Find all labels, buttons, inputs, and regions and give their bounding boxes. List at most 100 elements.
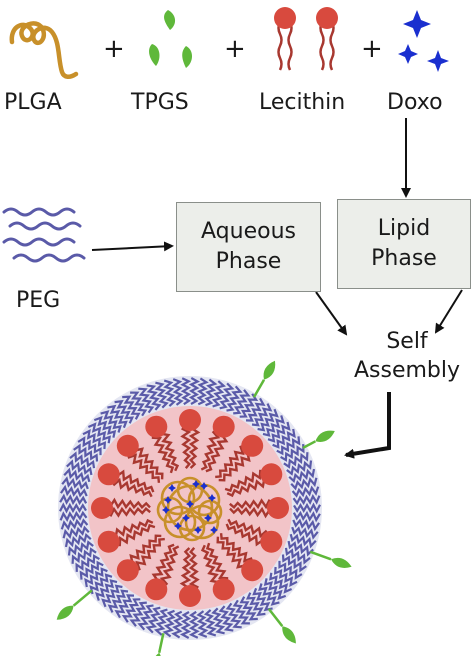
- label-doxo: Doxo: [387, 90, 443, 115]
- plus-2: +: [224, 34, 246, 64]
- lipid-head: [179, 409, 201, 431]
- lipid-tail: [112, 477, 153, 498]
- peg-chain: [130, 391, 148, 417]
- peg-chain: [262, 415, 285, 437]
- self-assembly-line1: Self: [386, 329, 428, 354]
- peg-chain: [75, 554, 100, 572]
- lipid-head: [179, 585, 201, 607]
- peg-chain: [171, 378, 184, 406]
- peg-chain: [107, 589, 129, 613]
- peg-chain: [95, 579, 118, 601]
- peg-chain: [64, 532, 92, 548]
- peg-chain: [280, 444, 305, 462]
- peg-chain: [251, 403, 273, 427]
- peg-chain: [71, 547, 97, 564]
- plga-loop: [197, 499, 223, 525]
- peg-chain: [286, 460, 313, 476]
- lipid-tail: [114, 518, 154, 538]
- peg-chain: [59, 510, 88, 523]
- lipid-tail: [115, 469, 155, 493]
- lipid-head: [145, 415, 168, 438]
- lipid-tail: [188, 426, 201, 469]
- plga-loop: [178, 514, 206, 542]
- peg-chain: [239, 596, 258, 621]
- peg-chain: [291, 485, 320, 498]
- arrow-lipid-to-assembly: [434, 289, 463, 334]
- peg-chain: [287, 540, 314, 557]
- lipid-head: [145, 578, 168, 601]
- tpgs-stem: [267, 608, 284, 627]
- peg-chain: [180, 377, 192, 406]
- tpgs-leaf: [331, 557, 352, 568]
- lipid-tail: [108, 497, 151, 510]
- tpgs-leaf: [282, 626, 296, 644]
- self-assembly-line2: Assembly: [353, 357, 461, 383]
- lipid-tail: [224, 469, 262, 493]
- peg-chain: [59, 484, 88, 498]
- lipid-layer: [91, 409, 289, 607]
- lipid-phase-line1: Lipid: [377, 216, 431, 242]
- peg-chain: [59, 502, 87, 514]
- tpgs-leaf: [155, 652, 161, 656]
- tpgs-stem: [252, 379, 266, 398]
- plga-core: [156, 476, 223, 542]
- peg-chain: [269, 572, 293, 594]
- peg-chain: [188, 610, 200, 639]
- lipid-head: [212, 415, 235, 438]
- peg-chain: [62, 525, 90, 540]
- flow-arrows: [91, 118, 463, 336]
- doxo-molecule: [194, 526, 202, 534]
- peg-chain: [267, 421, 291, 443]
- peg-chain: [203, 609, 217, 637]
- lipid-tail: [129, 534, 162, 564]
- peg-chain: [293, 502, 321, 514]
- doxo-molecule: [174, 522, 182, 530]
- arrow-peg-to-aqueous: [91, 241, 174, 252]
- peg-chain: [290, 476, 318, 491]
- lipid-phase-box: Lipid Phase: [337, 199, 471, 289]
- aqueous-phase-line2: Phase: [215, 249, 282, 274]
- peg-chain: [288, 468, 316, 484]
- aqueous-phase-line1: Aqueous: [201, 219, 296, 245]
- peg-chain: [73, 443, 99, 462]
- peg-chain: [114, 594, 135, 619]
- peg-chain: [179, 611, 192, 639]
- lipid-head: [241, 434, 264, 457]
- peg-chain: [211, 380, 227, 408]
- peg-chain: [122, 395, 141, 420]
- label-lecithin: Lecithin: [259, 90, 346, 115]
- peg-chain: [77, 436, 102, 456]
- peg-chain: [153, 608, 169, 636]
- peg-chain: [272, 428, 296, 449]
- tpgs-stem: [157, 632, 165, 654]
- peg-chain: [276, 436, 301, 456]
- peg-chain: [232, 599, 250, 625]
- lipid-tail: [216, 536, 246, 569]
- peg-chain: [145, 606, 161, 634]
- lipid-tail: [179, 547, 192, 590]
- tpgs-leaf: [263, 360, 276, 380]
- peg-chain: [226, 385, 243, 412]
- peg-chain: [292, 493, 321, 506]
- lipid-phase-line2: Phase: [371, 246, 437, 271]
- plus-1: +: [103, 34, 125, 64]
- peg-chain: [138, 387, 155, 414]
- peg-chain: [278, 560, 303, 580]
- peg-chain: [258, 583, 280, 606]
- doxo-molecule: [162, 506, 170, 514]
- self-assembly-label: Self Assembly: [352, 328, 462, 385]
- plga-coil-icon: [9, 21, 79, 79]
- peg-chain: [292, 510, 321, 523]
- lipid-tail: [159, 545, 180, 586]
- peg-chain: [211, 607, 226, 635]
- peg-chain: [69, 451, 96, 469]
- tpgs-leaf: [315, 430, 335, 442]
- doxo-molecule: [200, 482, 208, 490]
- peg-chain: [101, 584, 123, 608]
- peg-chain: [89, 573, 113, 595]
- label-plga: PLGA: [4, 90, 62, 115]
- plus-3: +: [361, 34, 383, 64]
- peg-chain: [273, 566, 298, 587]
